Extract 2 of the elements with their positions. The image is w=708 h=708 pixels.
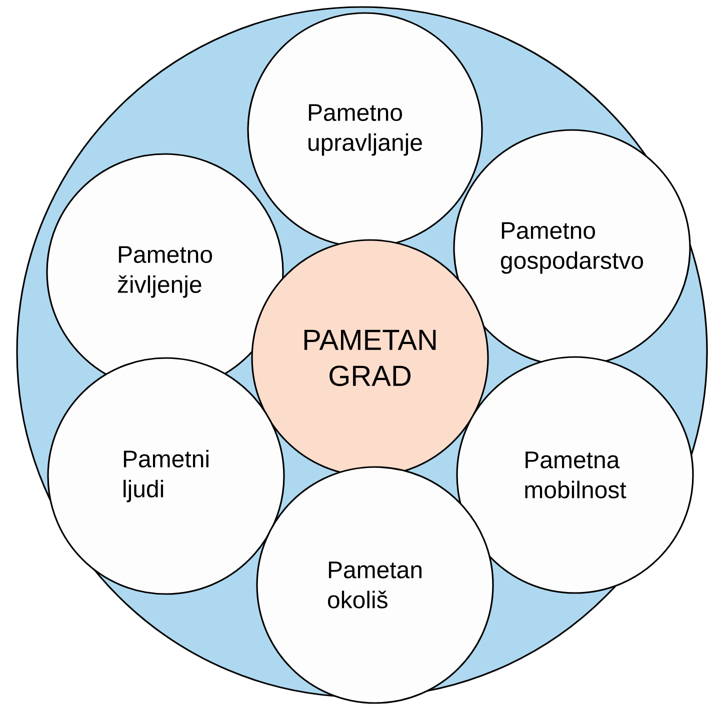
node-label: Pametan okoliš	[328, 562, 422, 608]
node-label: Pametna mobilnost	[525, 452, 626, 498]
